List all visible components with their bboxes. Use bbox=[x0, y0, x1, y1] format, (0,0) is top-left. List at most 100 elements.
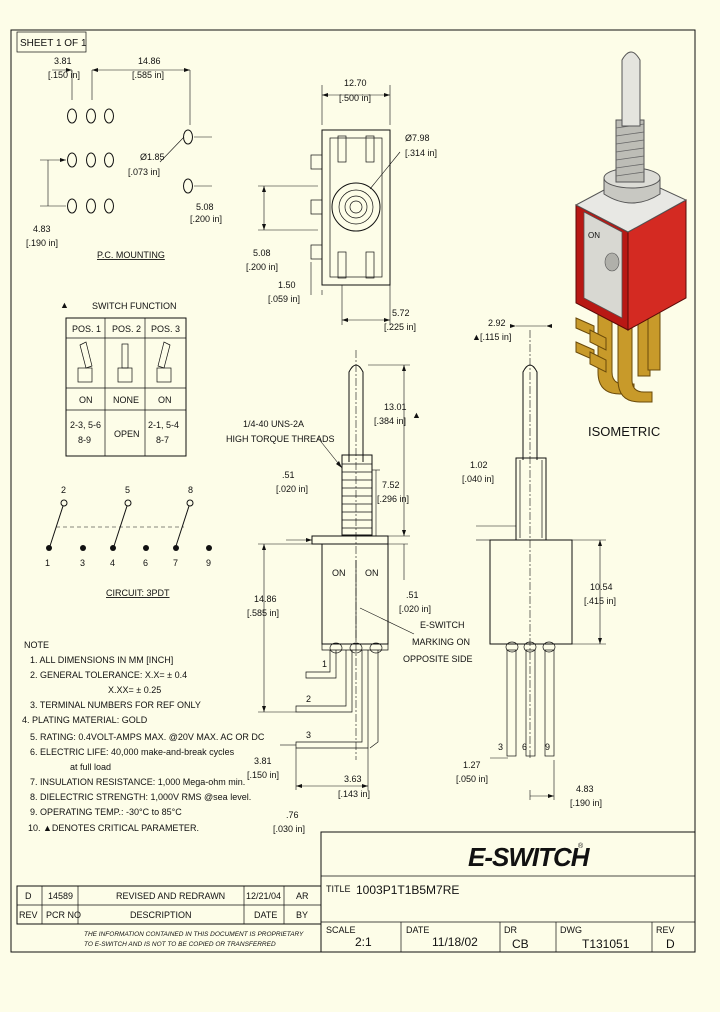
proprietary-line-1: THE INFORMATION CONTAINED IN THIS DOCUME… bbox=[84, 931, 304, 938]
pc-dim-hole: Ø1.85 bbox=[140, 152, 165, 162]
toggle-pos2-icon bbox=[117, 343, 133, 383]
switch-terminals-pos3-b: 8-7 bbox=[156, 435, 169, 445]
circuit-bottom-4: 4 bbox=[110, 558, 115, 568]
top-dim-h-in: [.200 in] bbox=[246, 262, 278, 272]
front-dim-1486: 14.86 bbox=[254, 594, 277, 604]
rev-row-desc: REVISED AND REDRAWN bbox=[116, 891, 225, 901]
circuit-diagram: 2 5 8 1 3 4 6 7 9 CIRCUIT: 3PDT bbox=[45, 485, 212, 598]
circuit-bottom-3: 3 bbox=[80, 558, 85, 568]
circuit-top-8: 8 bbox=[188, 485, 193, 495]
rev-row-date: 12/21/04 bbox=[246, 891, 281, 901]
rev-label: REV bbox=[656, 925, 675, 935]
circuit-bottom-7: 7 bbox=[173, 558, 178, 568]
switch-state-pos2: NONE bbox=[113, 395, 139, 405]
front-dim-381: 3.81 bbox=[254, 756, 272, 766]
marking-note-3: OPPOSITE SIDE bbox=[403, 654, 473, 664]
pc-dim-c-in: [.200 in] bbox=[190, 214, 222, 224]
date-value: 11/18/02 bbox=[432, 935, 478, 949]
front-dim-51b-in: [.020 in] bbox=[399, 604, 431, 614]
pc-dim-hole-in: [.073 in] bbox=[128, 167, 160, 177]
thread-note-2: HIGH TORQUE THREADS bbox=[226, 434, 335, 444]
scale-value: 2:1 bbox=[355, 935, 372, 949]
top-dim-dia-in: [.314 in] bbox=[405, 148, 437, 158]
top-dim-e-in: [.059 in] bbox=[268, 294, 300, 304]
front-dim-752-in: [.296 in] bbox=[377, 494, 409, 504]
note-line-6: 6. ELECTRIC LIFE: 40,000 make-and-break … bbox=[30, 747, 235, 757]
notes-title: NOTE bbox=[24, 640, 49, 650]
sheet-label-box bbox=[16, 31, 87, 53]
toggle-pos1-icon bbox=[77, 341, 93, 383]
note-line-1: 1. ALL DIMENSIONS IN MM [INCH] bbox=[30, 655, 173, 665]
logo-registered-mark: ® bbox=[578, 842, 584, 850]
front-dim-363: 3.63 bbox=[344, 774, 362, 784]
side-dim-127: 1.27 bbox=[463, 760, 481, 770]
front-dim-752: 7.52 bbox=[382, 480, 400, 490]
side-view: 3 6 9 2.92 [.115 in] ▲ 1.02 [.040 in] 10… bbox=[456, 318, 616, 808]
note-line-3: 3. TERMINAL NUMBERS FOR REF ONLY bbox=[30, 700, 201, 710]
pc-holes bbox=[67, 108, 193, 214]
switch-function-table: ▲ SWITCH FUNCTION POS. 1 POS. 2 POS. 3 O… bbox=[60, 300, 187, 457]
circuit-bottom-9: 9 bbox=[206, 558, 211, 568]
pc-dim-b: 14.86 bbox=[138, 56, 161, 66]
toggle-pos3-icon bbox=[156, 341, 172, 383]
note-line-10: 10. ▲DENOTES CRITICAL PARAMETER. bbox=[28, 823, 199, 833]
iso-on-mark: ON bbox=[588, 231, 600, 240]
side-term-9: 9 bbox=[545, 742, 550, 752]
circuit-bottom-6: 6 bbox=[143, 558, 148, 568]
side-dim-127-in: [.050 in] bbox=[456, 774, 488, 784]
note-line-9: 9. OPERATING TEMP.: -30°C to 85°C bbox=[30, 807, 182, 817]
note-line-6b: at full load bbox=[70, 762, 111, 772]
side-term-3: 3 bbox=[498, 742, 503, 752]
note-line-2b: X.XX= ± 0.25 bbox=[108, 685, 161, 695]
note-line-8: 8. DIELECTRIC STRENGTH: 1,000V RMS @sea … bbox=[30, 792, 251, 802]
dr-label: DR bbox=[504, 925, 517, 935]
circuit-bottom-1: 1 bbox=[45, 558, 50, 568]
front-dim-51b: .51 bbox=[406, 590, 419, 600]
top-dim-w-in: [.500 in] bbox=[339, 93, 371, 103]
rev-header-rev: REV bbox=[19, 910, 38, 920]
pc-dim-d: 4.83 bbox=[33, 224, 51, 234]
circuit-top-2: 2 bbox=[61, 485, 66, 495]
title-value: 1003P1T1B5M7RE bbox=[356, 883, 459, 897]
dr-value: CB bbox=[512, 937, 529, 951]
revision-table: D 14589 REVISED AND REDRAWN 12/21/04 AR … bbox=[16, 885, 322, 948]
dwg-label: DWG bbox=[560, 925, 582, 935]
side-dim-292: 2.92 bbox=[488, 318, 506, 328]
side-term-6: 6 bbox=[522, 742, 527, 752]
front-dim-76: .76 bbox=[286, 810, 299, 820]
logo-text: E-SWITCH bbox=[468, 842, 591, 872]
front-on-left: ON bbox=[332, 568, 346, 578]
pc-dim-a-in: [.150 in] bbox=[48, 70, 80, 80]
switch-terminals-pos1-b: 8-9 bbox=[78, 435, 91, 445]
top-dim-w: 12.70 bbox=[344, 78, 367, 88]
side-dim-1054-in: [.415 in] bbox=[584, 596, 616, 606]
switch-function-title: SWITCH FUNCTION bbox=[92, 301, 177, 311]
front-dim-13: 13.01 bbox=[384, 402, 407, 412]
switch-function-marker: ▲ bbox=[60, 300, 69, 310]
front-view: ON ON 1 2 3 1/4-40 UNS-2A HIGH TORQUE TH… bbox=[226, 350, 473, 834]
sheet-label: SHEET 1 OF 1 bbox=[20, 38, 87, 49]
front-term-2: 2 bbox=[306, 694, 311, 704]
rev-row-rev: D bbox=[25, 891, 32, 901]
note-line-4: 4. PLATING MATERIAL: GOLD bbox=[22, 715, 148, 725]
front-dim-76-in: [.030 in] bbox=[273, 824, 305, 834]
front-dim-51a-in: [.020 in] bbox=[276, 484, 308, 494]
top-dim-f: 5.72 bbox=[392, 308, 410, 318]
front-term-3: 3 bbox=[306, 730, 311, 740]
front-term-1: 1 bbox=[322, 659, 327, 669]
front-dim-1486-in: [.585 in] bbox=[247, 608, 279, 618]
circuit-top-5: 5 bbox=[125, 485, 130, 495]
side-dim-102-in: [.040 in] bbox=[462, 474, 494, 484]
pc-dim-a: 3.81 bbox=[54, 56, 72, 66]
pc-dim-b-in: [.585 in] bbox=[132, 70, 164, 80]
front-dim-13-marker: ▲ bbox=[412, 410, 421, 420]
top-dim-h: 5.08 bbox=[253, 248, 271, 258]
e-switch-logo: E-SWITCH ® bbox=[468, 842, 592, 872]
dwg-value: T131051 bbox=[582, 937, 630, 951]
rev-header-desc: DESCRIPTION bbox=[130, 910, 192, 920]
rev-header-pcr: PCR NO bbox=[46, 910, 81, 920]
switch-terminals-pos3-a: 2-1, 5-4 bbox=[148, 420, 179, 430]
date-label: DATE bbox=[406, 925, 429, 935]
